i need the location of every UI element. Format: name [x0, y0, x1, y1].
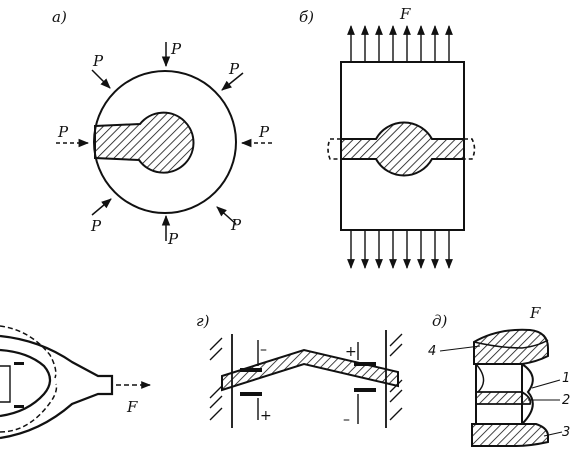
gauge-strip: [354, 362, 376, 366]
force-label-p: P: [228, 60, 240, 78]
middle-band: [475, 391, 532, 405]
gauge-strip: [240, 368, 262, 372]
force-label-p: P: [57, 123, 69, 141]
gauge-strip: [354, 388, 376, 392]
inner-bracket: [0, 365, 11, 403]
base: [471, 423, 549, 447]
leader-lines: [439, 345, 563, 437]
dashed-contour: [0, 325, 57, 379]
part-number: 4: [428, 344, 436, 359]
force-arrow: [216, 206, 237, 225]
force-label-p: P: [258, 123, 270, 141]
force-arrow: [91, 198, 112, 216]
force-label-p: P: [170, 40, 182, 58]
crack-left-end: [327, 138, 341, 160]
panel-a-label: а): [52, 8, 67, 26]
panel-a: а) P P P P P P P P: [52, 8, 272, 248]
force-label-p: P: [230, 216, 242, 234]
panel-b: б) F: [299, 5, 476, 269]
wall-hatch: [209, 333, 403, 421]
force-label-f: F: [529, 304, 541, 322]
panel-v: F: [0, 325, 151, 440]
hatch-line: [209, 395, 223, 409]
sign-label: +: [260, 408, 272, 424]
force-arrow: [221, 72, 244, 91]
tension-arrows-bottom: [347, 231, 453, 269]
slot-hole-section: [94, 111, 195, 174]
body-profile: [521, 363, 534, 425]
force-arrow: [91, 69, 111, 89]
gauge-strip: [14, 405, 24, 408]
force-label-p: P: [92, 52, 104, 70]
sign-label: +: [345, 344, 357, 360]
hatch-line: [389, 343, 403, 357]
gauge-strip: [14, 362, 24, 365]
radial-force-arrows: [56, 42, 272, 241]
top-cap-edge: [473, 339, 549, 349]
hatch-line: [209, 347, 223, 361]
inner-curve: [475, 363, 485, 393]
sign-label: –: [343, 412, 350, 428]
force-label-p: P: [167, 230, 179, 248]
panel-g: г) – + + –: [196, 312, 403, 428]
force-label-p: P: [90, 217, 102, 235]
force-label-f: F: [126, 398, 138, 416]
leader-line: [531, 379, 561, 389]
hatch-line: [389, 389, 403, 403]
force-label-f: F: [399, 5, 411, 23]
panel-b-label: б): [299, 8, 314, 26]
crack-hole-section: [340, 121, 465, 177]
hatch-line: [209, 407, 223, 421]
leader-line: [543, 431, 563, 437]
hatch-line: [389, 333, 403, 347]
sign-label: –: [260, 342, 267, 358]
hatch-line: [209, 385, 223, 399]
leader-line: [439, 345, 481, 352]
tension-arrows-top: [347, 25, 453, 61]
loop-outer: [0, 334, 114, 440]
loop-inner: [0, 348, 52, 418]
panel-g-label: г): [196, 312, 210, 330]
part-number: 2: [562, 393, 570, 408]
panel-d: д) F 4 1 2 3: [428, 304, 570, 447]
part-number: 3: [562, 425, 570, 440]
hatch-line: [209, 337, 223, 351]
gauge-strip: [240, 392, 262, 396]
hatch-line: [389, 407, 403, 421]
part-number: 1: [562, 371, 570, 386]
crack-right-end: [464, 138, 476, 160]
panel-d-label: д): [432, 312, 448, 330]
dashed-contour: [0, 383, 58, 433]
